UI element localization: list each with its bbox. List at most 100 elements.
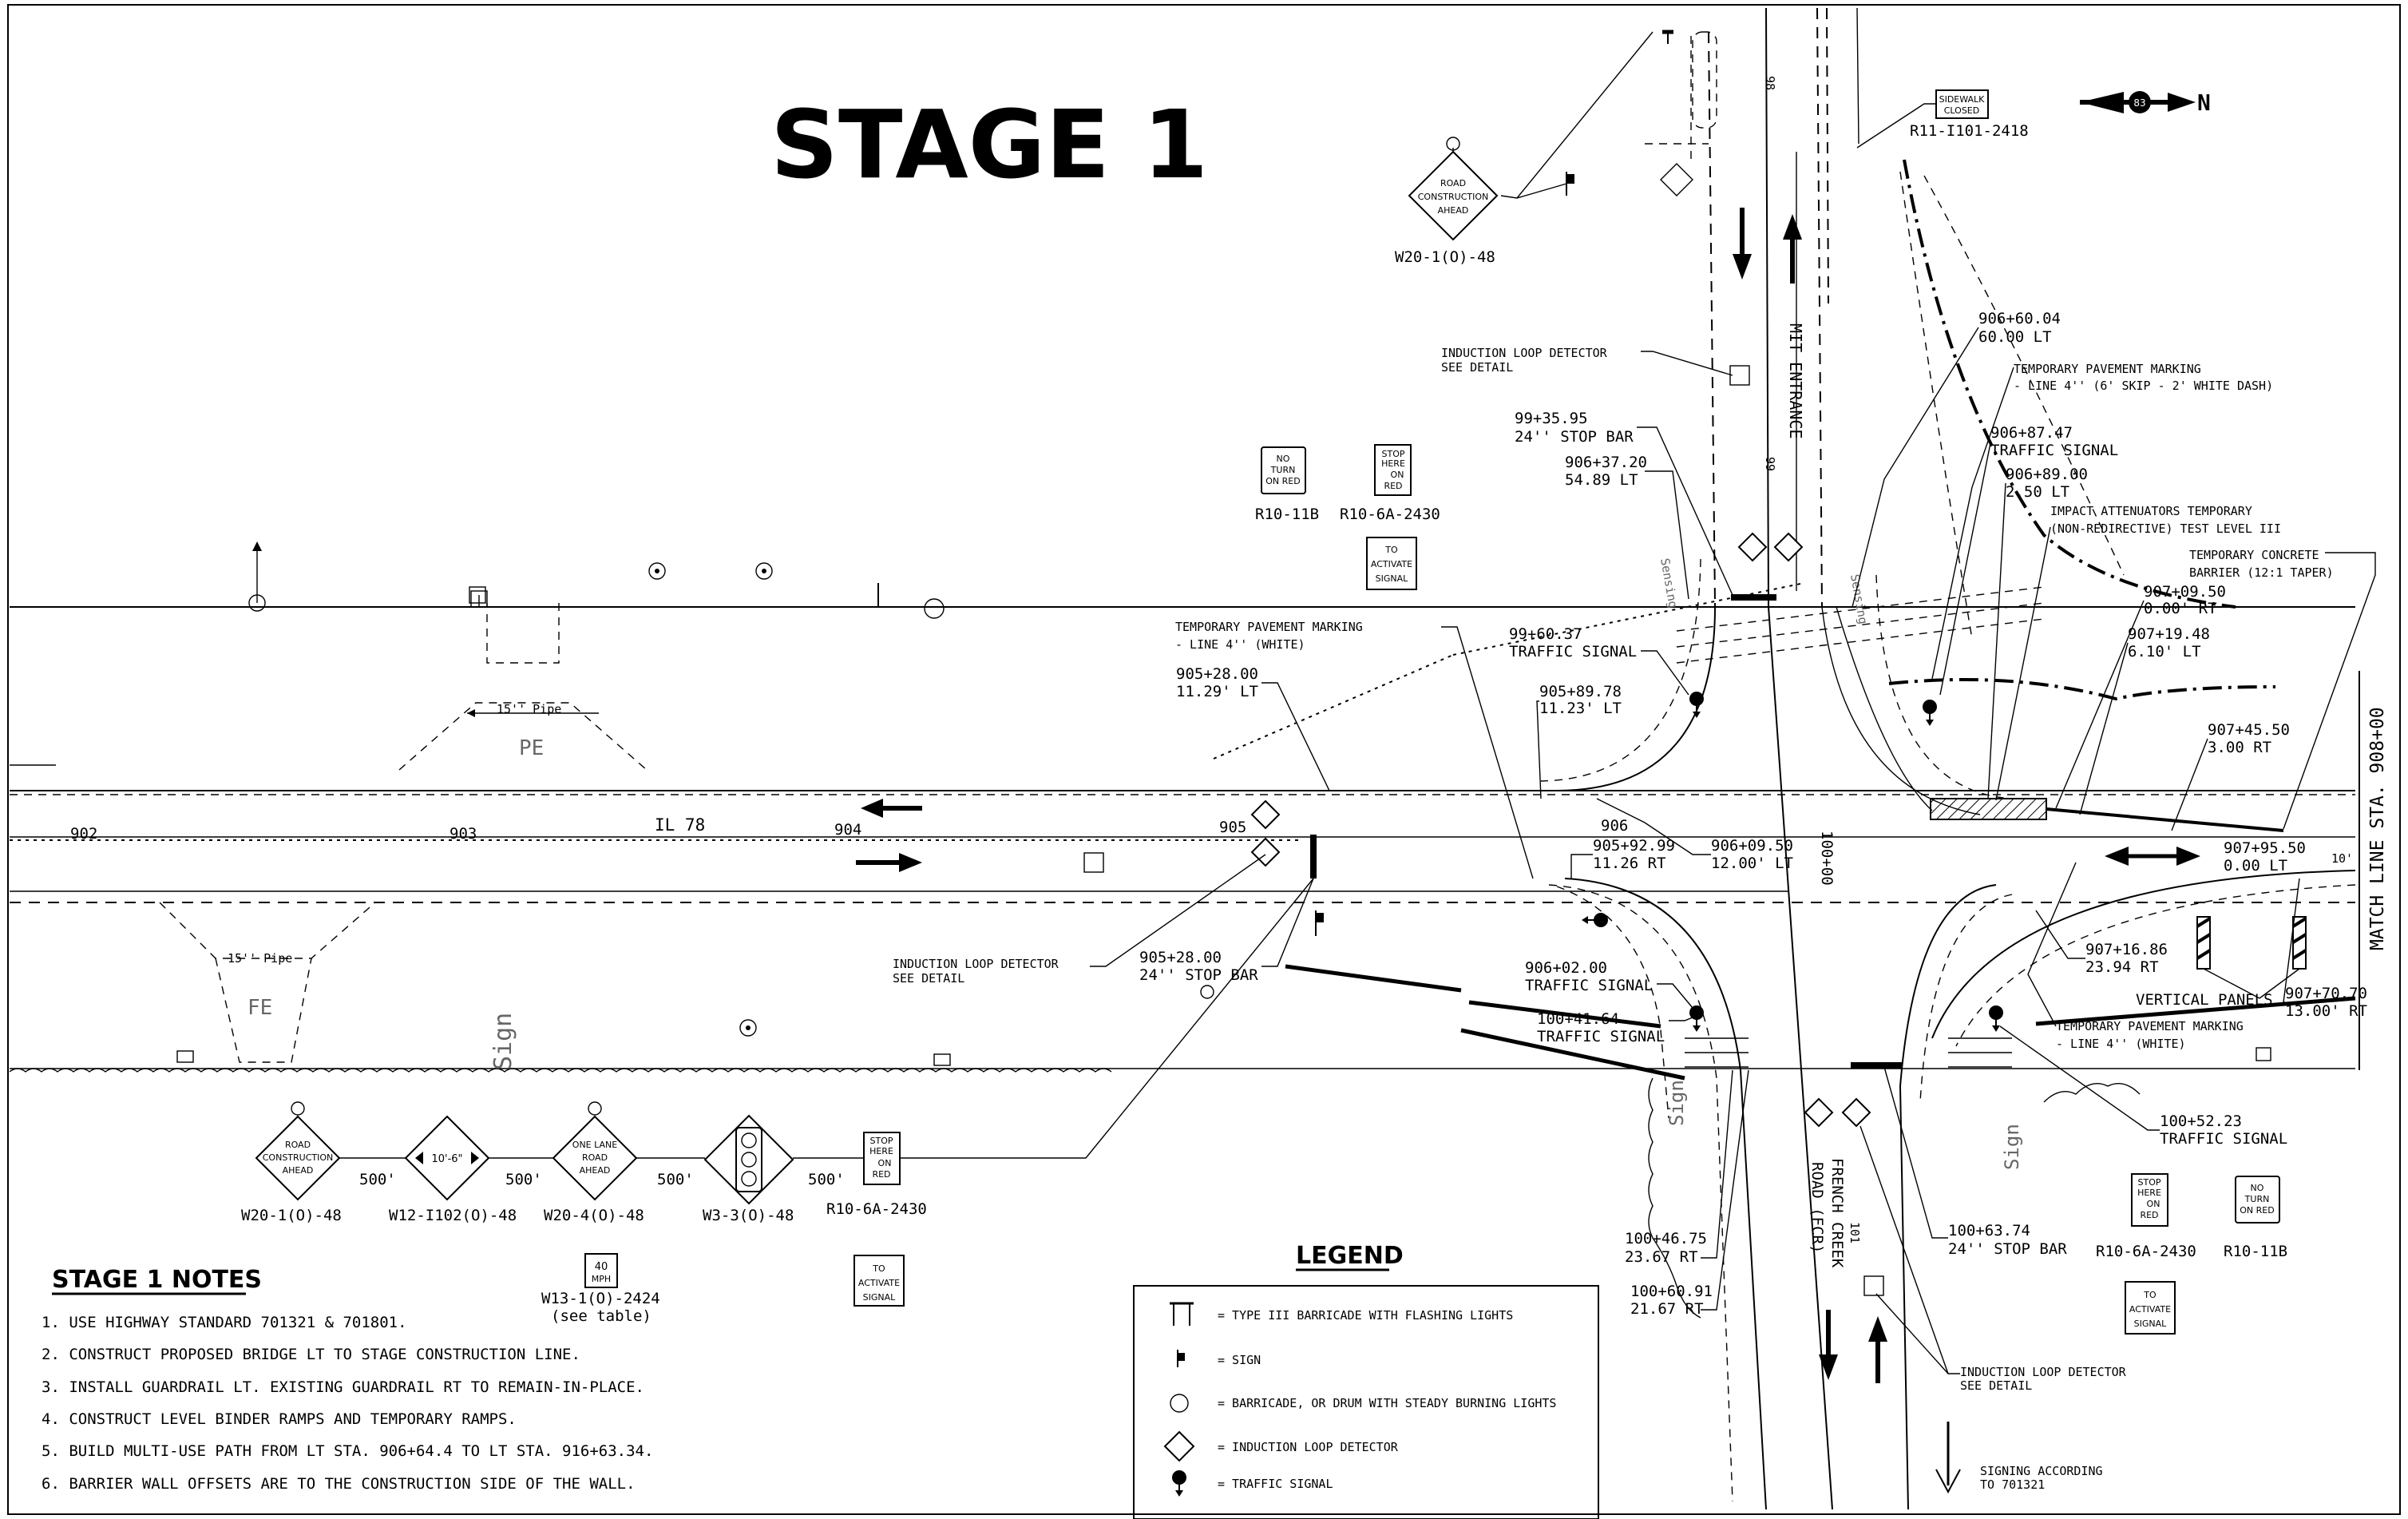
- barricade-pipe: [470, 590, 488, 608]
- callout-99-35-95: 99+35.95 24'' STOP BAR: [1515, 410, 1733, 596]
- svg-text:TRAFFIC SIGNAL: TRAFFIC SIGNAL: [2160, 1130, 2287, 1148]
- traffic-signal-west: [1581, 912, 1609, 928]
- sign-speed: 40 MPH: [584, 1253, 618, 1288]
- svg-text:ON RED: ON RED: [1265, 476, 1300, 486]
- svg-text:3.00 RT: 3.00 RT: [2208, 739, 2271, 756]
- legend-barricade: = TYPE III BARRICADE WITH FLASHING LIGHT…: [1218, 1308, 1513, 1323]
- tpm-white-right: [2035, 996, 2356, 1026]
- callout-905-89-78: 905+89.78 11.23' LT: [1536, 683, 1622, 799]
- svg-text:906+37.20: 906+37.20: [1565, 454, 1647, 471]
- callout-100-52-23: 100+52.23 TRAFFIC SIGNAL: [1999, 1025, 2287, 1148]
- svg-text:11.23' LT: 11.23' LT: [1539, 700, 1622, 717]
- svg-text:0.00 LT: 0.00 LT: [2224, 857, 2287, 875]
- svg-text:RED: RED: [872, 1169, 890, 1180]
- svg-text:INDUCTION LOOP DETECTOR: INDUCTION LOOP DETECTOR: [893, 957, 1059, 971]
- pipe-bottom: [159, 902, 376, 1063]
- callout-100-63-74: 100+63.74 24'' STOP BAR: [1883, 1066, 2067, 1258]
- tpm-skip-line: [1888, 678, 2276, 701]
- svg-text:905+89.78: 905+89.78: [1539, 683, 1622, 700]
- tpm-white-left-3: [1460, 1028, 1685, 1081]
- barricade-east: [2256, 1047, 2271, 1061]
- callout-906-89-00: 906+89.00 2.50 LT: [1987, 466, 2088, 799]
- callout-906-87-47: 906+87.47 TRAFFIC SIGNAL: [1939, 424, 2118, 696]
- callout-906-02-00: 906+02.00 TRAFFIC SIGNAL: [1525, 959, 1693, 1009]
- leader-w20-top: [1500, 31, 1654, 199]
- tpm-white-left-2: [1468, 1000, 1661, 1029]
- svg-text:TRAFFIC SIGNAL: TRAFFIC SIGNAL: [1525, 977, 1653, 994]
- sign-word-south: Sign: [1665, 1080, 1688, 1126]
- existing-features: [176, 31, 1717, 1066]
- callout-100-41-64: 100+41.64 TRAFFIC SIGNAL: [1537, 1010, 1697, 1045]
- svg-text:906+09.50: 906+09.50: [1711, 837, 1793, 855]
- code-r10-6a-right: R10-6A-2430: [2096, 1243, 2196, 1260]
- svg-text:500': 500': [359, 1171, 396, 1188]
- svg-text:HERE: HERE: [869, 1146, 893, 1156]
- svg-text:RED: RED: [2140, 1210, 2158, 1220]
- svg-text:ON: ON: [1391, 470, 1404, 480]
- svg-text:TURN: TURN: [2244, 1194, 2270, 1204]
- callout-impact-attenuators: IMPACT ATTENUATORS TEMPORARY (NON-REDIRE…: [1995, 504, 2281, 801]
- svg-text:ON: ON: [2147, 1199, 2160, 1209]
- callout-905-28-00-top: 905+28.00 11.29' LT: [1176, 665, 1557, 791]
- svg-text:NO: NO: [1277, 454, 1290, 464]
- southbound-arrow-south-leg: [1819, 1310, 1838, 1380]
- sign-road-construction-ahead-bottom: ROAD CONSTRUCTION AHEAD: [255, 1101, 341, 1201]
- legend-signal: = TRAFFIC SIGNAL: [1218, 1477, 1333, 1491]
- svg-text:907+95.50: 907+95.50: [2224, 839, 2306, 857]
- island-edge: [1836, 606, 1933, 811]
- sign-to-activate-bottom-left: TO ACTIVATE SIGNAL: [853, 1255, 905, 1307]
- french-creek-label-2: ROAD (FCR): [1808, 1162, 1826, 1253]
- svg-text:83: 83: [2133, 97, 2145, 109]
- callout-907-45-50: 907+45.50 3.00 RT: [2171, 721, 2290, 831]
- tree-line-se: [2043, 1083, 2141, 1103]
- legend-drum: = BARRICADE, OR DRUM WITH STEADY BURNING…: [1218, 1396, 1556, 1410]
- station-100: 100+00: [1818, 831, 1836, 886]
- svg-text:HERE: HERE: [2137, 1188, 2161, 1198]
- fe-label: FE: [248, 996, 272, 1020]
- sign-road-construction-ahead-top: ROAD CONSTRUCTION AHEAD: [1408, 137, 1499, 241]
- callout-907-19-48: 907+19.48 6.10' LT: [2079, 625, 2210, 815]
- svg-text:2.50 LT: 2.50 LT: [2006, 483, 2069, 501]
- svg-text:TURN: TURN: [1270, 465, 1296, 475]
- mit-entrance-label: MIT ENTRANCE: [1786, 323, 1805, 439]
- code-w3-3: W3-3(O)-48: [703, 1207, 794, 1224]
- code-r10-6a-bottom: R10-6A-2430: [826, 1200, 927, 1218]
- svg-text:SEE DETAIL: SEE DETAIL: [1441, 360, 1513, 375]
- svg-text:STOP: STOP: [1382, 449, 1405, 459]
- svg-text:AHEAD: AHEAD: [1438, 205, 1469, 216]
- svg-text:500': 500': [505, 1171, 542, 1188]
- sign-stop-here-bottom: STOP HERE ON RED: [863, 1132, 901, 1185]
- callout-tpm-skip: TEMPORARY PAVEMENT MARKING - LINE 4'' (6…: [1931, 362, 2273, 680]
- svg-text:SIGNAL: SIGNAL: [863, 1292, 897, 1303]
- code-r11: R11-I101-2418: [1910, 122, 2029, 140]
- station-101: 101: [1848, 1222, 1862, 1243]
- barricade-north: [1729, 365, 1750, 386]
- svg-text:907+16.86: 907+16.86: [2085, 941, 2168, 958]
- svg-text:STOP: STOP: [870, 1136, 893, 1146]
- sign-stop-here-top: STOP HERE ON RED: [1374, 444, 1412, 496]
- svg-text:ROAD: ROAD: [1440, 178, 1466, 188]
- legend-loop: = INDUCTION LOOP DETECTOR: [1218, 1440, 1399, 1454]
- northbound-arrow-north-leg: [1783, 214, 1802, 284]
- edge-line-north: [1899, 171, 1973, 640]
- svg-text:905+28.00: 905+28.00: [1176, 665, 1258, 683]
- traffic-signal-south-left: [1689, 1005, 1705, 1033]
- stage-notes: STAGE 1 NOTES 1. USE HIGHWAY STANDARD 70…: [42, 1266, 653, 1493]
- note-3: 3. INSTALL GUARDRAIL LT. EXISTING GUARDR…: [42, 1378, 644, 1396]
- svg-text:SEE DETAIL: SEE DETAIL: [893, 971, 964, 986]
- svg-text:SIGNAL: SIGNAL: [1376, 573, 1409, 584]
- two-way-arrow: [2105, 847, 2200, 866]
- code-w20-bottom: W20-1(O)-48: [241, 1207, 342, 1224]
- code-r10-11b-right: R10-11B: [2224, 1243, 2287, 1260]
- station-906: 906: [1601, 817, 1628, 835]
- traffic-signal-north: [1689, 691, 1705, 719]
- westbound-arrow: [861, 799, 922, 818]
- code-w13: W13-1(O)-2424: [541, 1290, 660, 1307]
- vertical-panel-1: [2196, 916, 2212, 970]
- svg-text:24'' STOP BAR: 24'' STOP BAR: [1515, 428, 1634, 446]
- svg-text:- LINE 4'' (WHITE): - LINE 4'' (WHITE): [1175, 637, 1305, 652]
- svg-text:(NON-REDIRECTIVE) TEST LEVEL I: (NON-REDIRECTIVE) TEST LEVEL III: [2050, 522, 2281, 536]
- svg-text:INDUCTION LOOP DETECTOR: INDUCTION LOOP DETECTOR: [1441, 346, 1608, 360]
- stage-title: STAGE 1: [770, 89, 1208, 200]
